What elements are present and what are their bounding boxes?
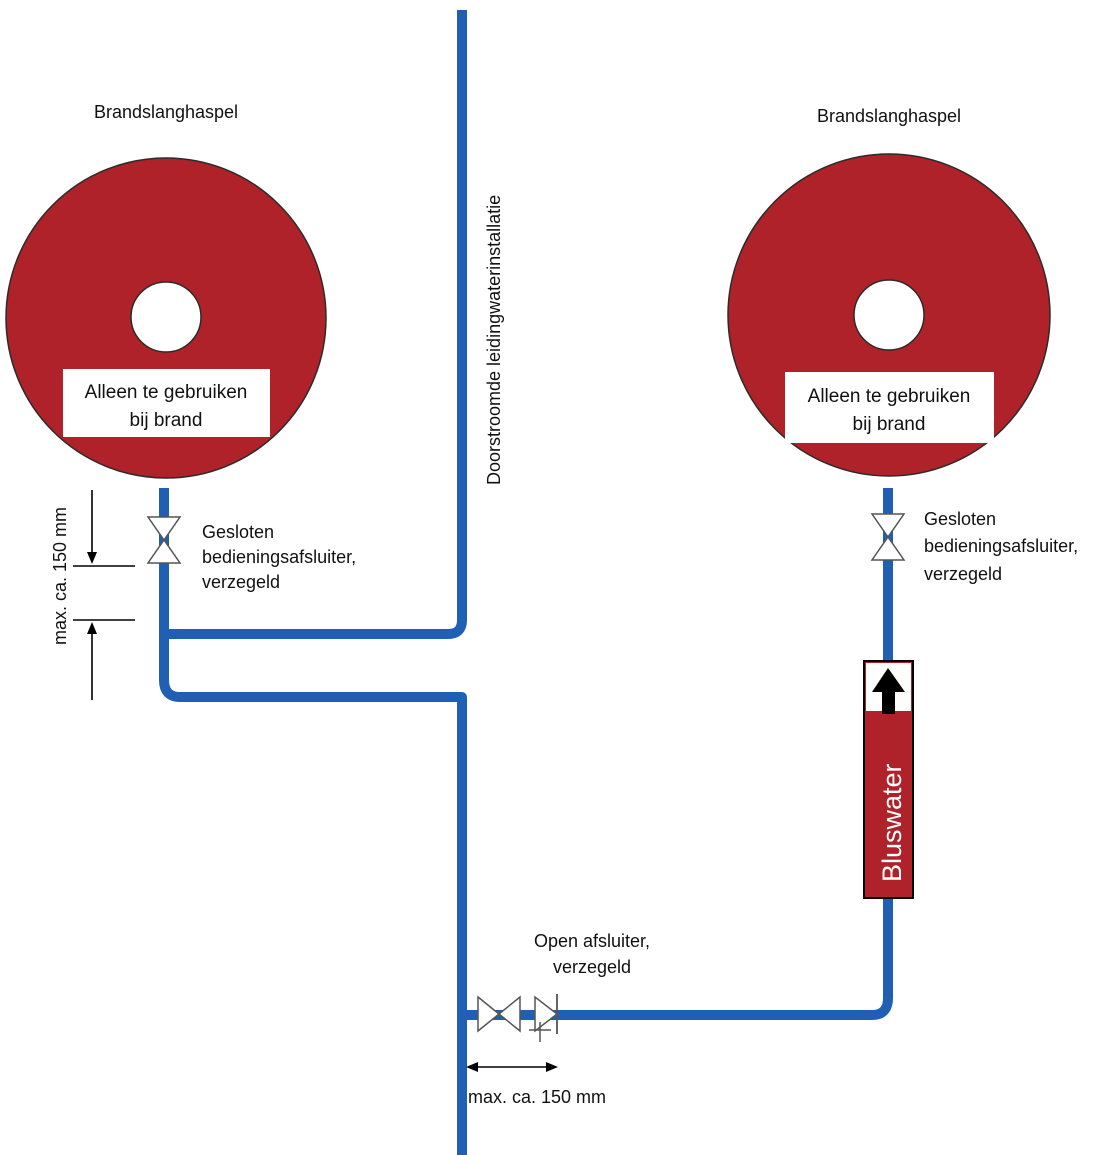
pipe-label: Doorstroomde leidingwaterinstallatie (484, 195, 504, 485)
valve-left-line3: verzegeld (202, 572, 280, 592)
hose-reel-right-title: Brandslanghaspel (817, 106, 961, 126)
hose-reel-right-hub (853, 279, 925, 351)
valve-right-line3: verzegeld (924, 564, 1002, 584)
hose-reel-left-sign-line1: Alleen te gebruiken (85, 382, 248, 403)
arrow-up-icon (872, 668, 905, 714)
hose-reel-left-hub (130, 281, 202, 353)
valve-right-line1: Gesloten (924, 509, 996, 529)
dimension-horizontal (466, 1062, 558, 1072)
hose-reel-right: Alleen te gebruiken bij brand Brandslang… (727, 106, 1051, 477)
left-reel-riser-pipe (159, 488, 467, 1155)
hose-reel-left-sign (63, 369, 270, 437)
hose-reel-left-title: Brandslanghaspel (94, 102, 238, 122)
hose-reel-right-sign (785, 372, 994, 443)
bluswater-label: Bluswater (877, 763, 907, 882)
check-valve-icon (529, 994, 559, 1042)
valve-left-line1: Gesloten (202, 522, 274, 542)
valve-right-line2: bedieningsafsluiter, (924, 536, 1078, 556)
dimension-horizontal-label: max. ca. 150 mm (468, 1087, 606, 1107)
hose-reel-right-sign-line2: bij brand (853, 414, 926, 435)
dimension-vertical (73, 490, 135, 700)
hose-reel-left-sign-line2: bij brand (130, 410, 203, 431)
gate-valve-icon (477, 995, 521, 1033)
valve-left-line2: bedieningsafsluiter, (202, 547, 356, 567)
gate-valve-icon (146, 516, 182, 564)
main-supply-pipe-top (164, 10, 467, 639)
right-reel-branch-pipe (462, 488, 893, 1020)
hose-reel-right-sign-line1: Alleen te gebruiken (808, 386, 971, 407)
hose-reel-left: Alleen te gebruiken bij brand Brandslang… (5, 102, 327, 479)
bluswater-box: Bluswater (863, 660, 914, 899)
gate-valve-icon (870, 513, 906, 561)
pipework (159, 10, 893, 1155)
valve-bottom-line2: verzegeld (553, 957, 631, 977)
dimension-vertical-label: max. ca. 150 mm (50, 507, 70, 645)
valve-bottom-line1: Open afsluiter, (534, 931, 650, 951)
